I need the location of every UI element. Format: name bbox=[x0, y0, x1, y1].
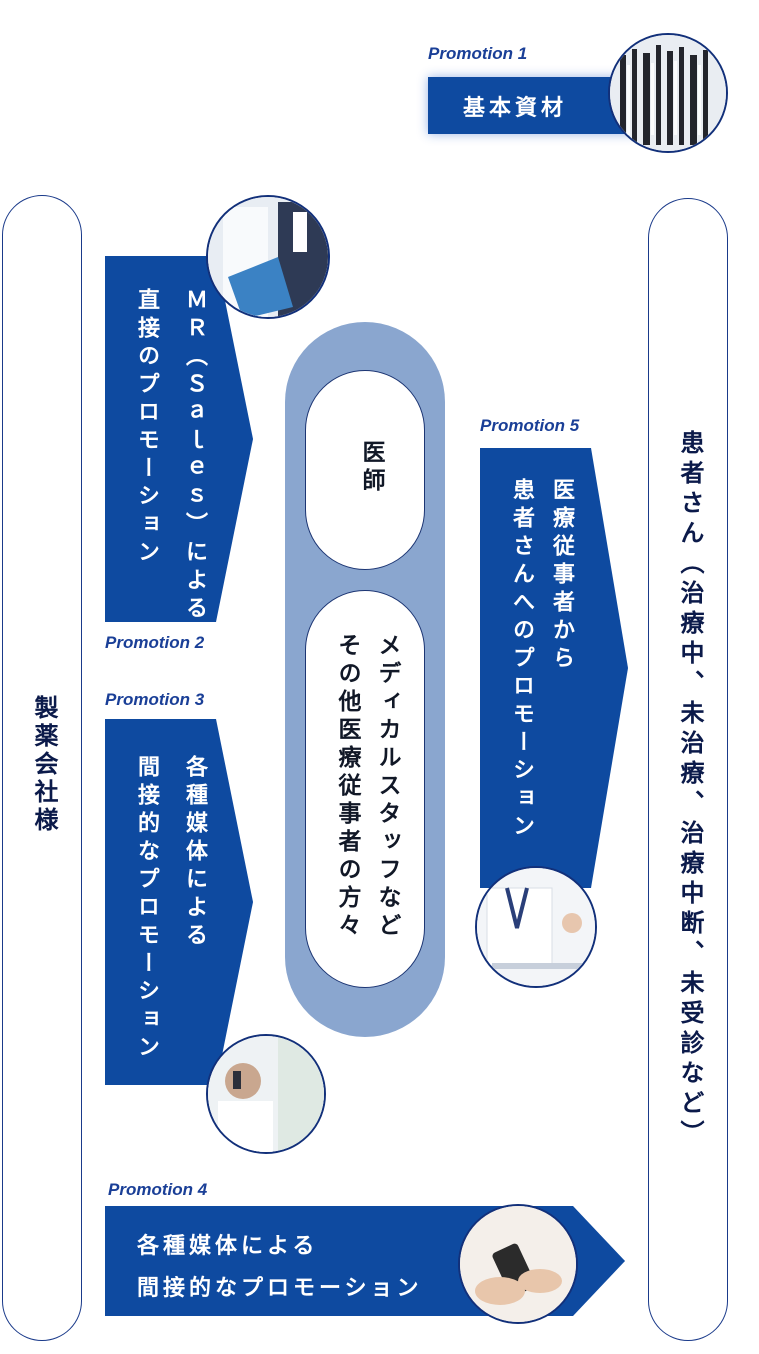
smartphone-hands-photo-icon bbox=[458, 1204, 578, 1324]
right-pillar-label: 患者さん（治療中、未治療、治療中断、未受診など） bbox=[676, 430, 704, 1150]
promotion-2-arrow bbox=[105, 256, 253, 622]
promotion-4-line1: 各種媒体による bbox=[137, 1234, 319, 1259]
left-pillar bbox=[2, 195, 82, 1341]
promotion-4-tag: Promotion 4 bbox=[108, 1180, 208, 1199]
doctor-label: 医師 bbox=[358, 440, 384, 496]
promotion-3-line1: 各種媒体による bbox=[182, 755, 207, 951]
promotion-3-line2: 間接的なプロモーション bbox=[134, 755, 159, 1063]
medical-staff-line1: メディカルスタッフなど bbox=[374, 633, 400, 941]
promotion-5-tag: Promotion 5 bbox=[480, 416, 580, 435]
promotion-1-text: 基本資材 bbox=[463, 96, 568, 121]
promotion-2-line1: ＭＲ（Ｓａｌｅｓ）による bbox=[182, 288, 207, 624]
promotion-1-tag: Promotion 1 bbox=[428, 44, 528, 63]
left-pillar-label: 製薬会社様 bbox=[30, 695, 58, 835]
doctor-consult-photo-icon bbox=[475, 866, 597, 988]
right-pillar bbox=[648, 198, 728, 1341]
promotion-5-line1: 医療従事者から bbox=[549, 478, 574, 674]
promotion-5-arrow bbox=[480, 448, 628, 888]
promotion-5-line2: 患者さんへのプロモーション bbox=[509, 478, 534, 842]
promotion-2-tag: Promotion 2 bbox=[105, 633, 205, 652]
promotion-2-line2: 直接のプロモーション bbox=[134, 288, 159, 568]
promotion-4-line2: 間接的なプロモーション bbox=[137, 1276, 423, 1301]
books-photo-icon bbox=[608, 33, 728, 153]
promotion-3-arrow bbox=[105, 719, 253, 1085]
business-meeting-photo-icon bbox=[206, 195, 330, 319]
medical-staff-box bbox=[305, 590, 425, 988]
doctor-box bbox=[305, 370, 425, 570]
woman-phone-photo-icon bbox=[206, 1034, 326, 1154]
promotion-3-tag: Promotion 3 bbox=[105, 690, 205, 709]
medical-staff-line2: その他医療従事者の方々 bbox=[334, 633, 360, 941]
